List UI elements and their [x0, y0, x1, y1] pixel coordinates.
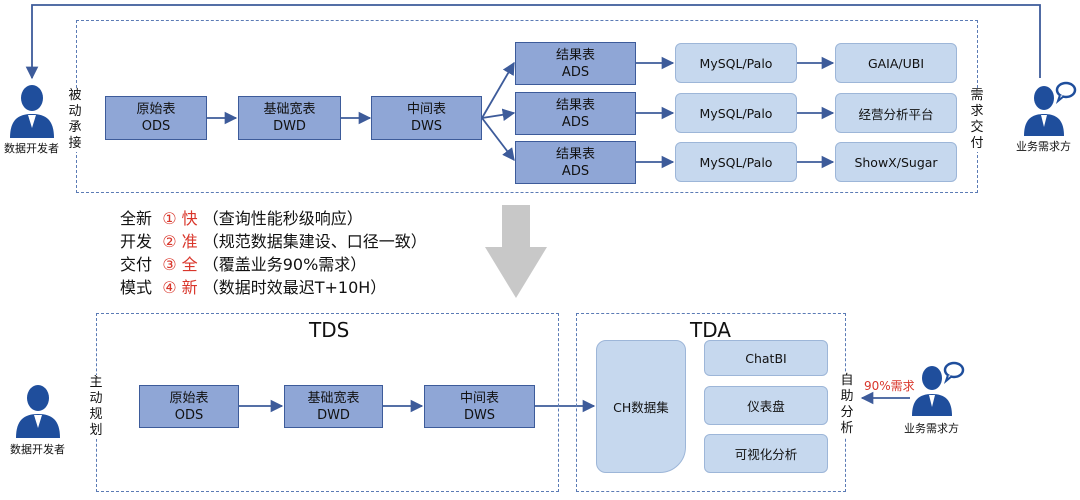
tda-title: TDA: [690, 318, 731, 342]
bottom-left-actor-label: 数据开发者: [10, 443, 65, 456]
box-code: ADS: [561, 114, 590, 130]
chatbi-box: ChatBI: [704, 340, 828, 376]
business-user-icon: [1024, 81, 1077, 136]
top-left-actor-label: 数据开发者: [4, 142, 59, 155]
feature-number: ①: [162, 209, 177, 228]
top-right-side-label: 需求交付: [970, 88, 984, 152]
feature-row-4: 模式 ④ 新 （数据时效最迟T+10H）: [120, 277, 386, 299]
bottom-ods-box: 原始表 ODS: [139, 385, 239, 428]
feature-desc: （规范数据集建设、口径一致）: [202, 232, 427, 251]
top-left-side-label: 被动承接: [68, 88, 82, 152]
feature-keyword: 新: [181, 278, 198, 297]
feature-keyword: 全: [181, 255, 198, 274]
bottom-dwd-box: 基础宽表 DWD: [284, 385, 383, 428]
box-code: ODS: [141, 119, 171, 134]
feature-left-label: 模式: [120, 278, 153, 297]
developer-icon-bottom: [16, 385, 60, 438]
box-name: 结果表: [555, 47, 595, 63]
box-name: 基础宽表: [307, 390, 360, 406]
down-arrow: [485, 205, 547, 298]
box-name: 原始表: [136, 102, 176, 117]
top-ads-box-2: 结果表 ADS: [515, 92, 636, 135]
bottom-right-actor-label: 业务需求方: [904, 422, 959, 435]
feature-left-label: 交付: [120, 255, 153, 274]
developer-icon: [10, 85, 54, 138]
top-store-box-2: MySQL/Palo: [675, 93, 797, 133]
top-ads-box-1: 结果表 ADS: [515, 42, 636, 85]
box-code: DWS: [463, 407, 496, 423]
top-target-box-1: GAIA/UBI: [835, 43, 957, 83]
box-name: 中间表: [459, 390, 499, 406]
feature-left-label: 开发: [120, 232, 153, 251]
box-code: ADS: [561, 163, 590, 179]
feature-left-label: 全新: [120, 209, 153, 228]
box-name: 中间表: [406, 102, 446, 117]
feature-desc: （数据时效最迟T+10H）: [202, 278, 387, 297]
bottom-dws-box: 中间表 DWS: [424, 385, 535, 428]
top-store-box-3: MySQL/Palo: [675, 142, 797, 182]
box-code: DWD: [273, 119, 306, 134]
feature-number: ③: [162, 255, 177, 274]
business-user-icon-bottom: [912, 361, 965, 416]
tds-title: TDS: [309, 318, 350, 342]
box-name: 基础宽表: [263, 102, 316, 117]
demand-label: 90%需求: [864, 379, 915, 393]
feature-number: ④: [162, 278, 177, 297]
visual-analysis-box: 可视化分析: [704, 434, 828, 473]
box-code: DWS: [410, 119, 443, 134]
top-target-box-3: ShowX/Sugar: [835, 142, 957, 182]
bottom-right-side-label: 自助分析: [840, 373, 854, 437]
ch-dataset-box: CH数据集: [596, 340, 686, 473]
feature-row-1: 全新 ① 快 （查询性能秒级响应）: [120, 208, 363, 230]
top-dws-box: 中间表 DWS: [371, 96, 482, 140]
feature-desc: （查询性能秒级响应）: [202, 209, 363, 228]
feedback-line: [25, 4, 1041, 80]
top-store-box-1: MySQL/Palo: [675, 43, 797, 83]
box-code: ODS: [174, 407, 204, 423]
box-name: 结果表: [555, 97, 595, 113]
feature-keyword: 快: [181, 209, 198, 228]
top-ods-box: 原始表 ODS: [105, 96, 207, 140]
feature-row-3: 交付 ③ 全 （覆盖业务90%需求）: [120, 254, 366, 276]
top-right-actor-label: 业务需求方: [1016, 140, 1071, 153]
top-dwd-box: 基础宽表 DWD: [238, 96, 341, 140]
feature-row-2: 开发 ② 准 （规范数据集建设、口径一致）: [120, 231, 427, 253]
box-code: ADS: [561, 64, 590, 80]
feature-keyword: 准: [181, 232, 198, 251]
feature-number: ②: [162, 232, 177, 251]
box-name: 结果表: [555, 146, 595, 162]
bottom-left-side-label: 主动规划: [89, 375, 103, 439]
top-target-box-2: 经营分析平台: [835, 93, 957, 133]
top-ads-box-3: 结果表 ADS: [515, 141, 636, 184]
box-code: DWD: [317, 407, 350, 423]
dashboard-box: 仪表盘: [704, 386, 828, 425]
feature-desc: （覆盖业务90%需求）: [202, 255, 367, 274]
box-name: 原始表: [169, 390, 209, 406]
